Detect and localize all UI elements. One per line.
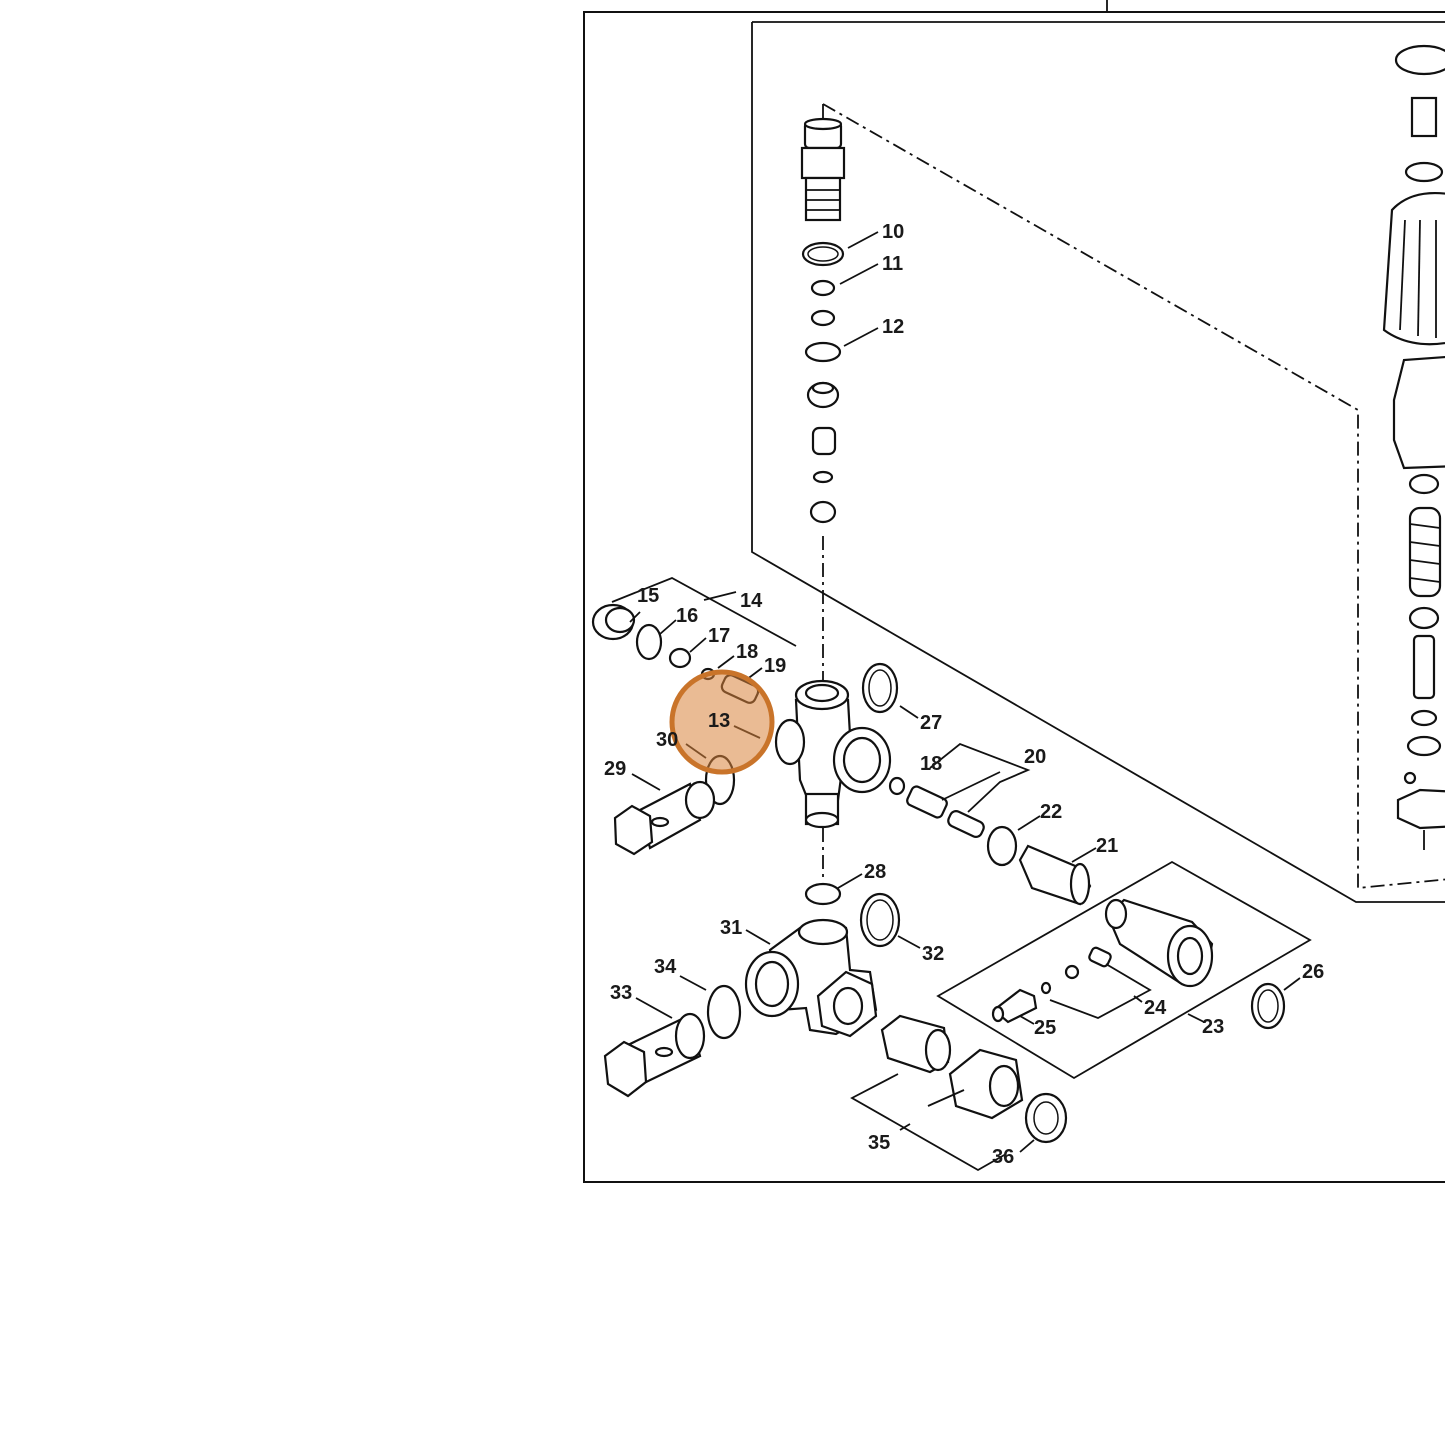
- label-27[interactable]: 27: [920, 712, 942, 734]
- banjo-bolt-upper: [613, 754, 736, 856]
- outlet-fittings: [880, 1014, 1068, 1144]
- label-18-upper[interactable]: 18: [736, 641, 758, 663]
- label-28[interactable]: 28: [864, 861, 886, 883]
- label-35[interactable]: 35: [868, 1132, 890, 1154]
- highlight-marker-13[interactable]: [669, 669, 775, 775]
- label-18-lower[interactable]: 18: [920, 753, 942, 775]
- leader-lines: [611, 231, 1301, 1172]
- label-36[interactable]: 36: [992, 1146, 1014, 1168]
- relief-plug-parts: [591, 603, 760, 704]
- label-14[interactable]: 14: [740, 590, 763, 612]
- label-15[interactable]: 15: [637, 585, 659, 607]
- label-16[interactable]: 16: [676, 605, 698, 627]
- quick-coupling-kit: [936, 860, 1312, 1080]
- exploded-view-dashed-box: [822, 103, 1445, 889]
- label-22[interactable]: 22: [1040, 801, 1062, 823]
- label-12[interactable]: 12: [882, 316, 904, 338]
- label-29[interactable]: 29: [604, 758, 626, 780]
- side-outlet-parts: [888, 776, 1092, 906]
- label-17[interactable]: 17: [708, 625, 730, 647]
- label-30[interactable]: 30: [656, 729, 678, 751]
- label-10[interactable]: 10: [882, 221, 904, 243]
- label-20[interactable]: 20: [1024, 746, 1046, 768]
- label-19[interactable]: 19: [764, 655, 786, 677]
- label-34[interactable]: 34: [654, 956, 677, 978]
- label-23[interactable]: 23: [1202, 1016, 1224, 1038]
- main-valve-body: [774, 662, 899, 829]
- label-11[interactable]: 11: [882, 253, 903, 275]
- label-25[interactable]: 25: [1034, 1017, 1056, 1039]
- label-31[interactable]: 31: [720, 917, 742, 939]
- label-24[interactable]: 24: [1144, 997, 1167, 1019]
- lower-valve-body: [744, 882, 901, 1038]
- right-column-parts: [1382, 44, 1445, 850]
- label-26[interactable]: 26: [1302, 961, 1324, 983]
- upper-valve-parts: [800, 117, 846, 524]
- diagram-frames: [583, 0, 1445, 1183]
- label-13[interactable]: 13: [708, 710, 730, 732]
- part-number-labels: 10 11 12 13 14 15 16 17 18 18 19 20 21 2…: [604, 221, 1324, 1168]
- label-21[interactable]: 21: [1096, 835, 1118, 857]
- banjo-bolt-lower: [603, 984, 742, 1098]
- label-33[interactable]: 33: [610, 982, 632, 1004]
- label-32[interactable]: 32: [922, 943, 944, 965]
